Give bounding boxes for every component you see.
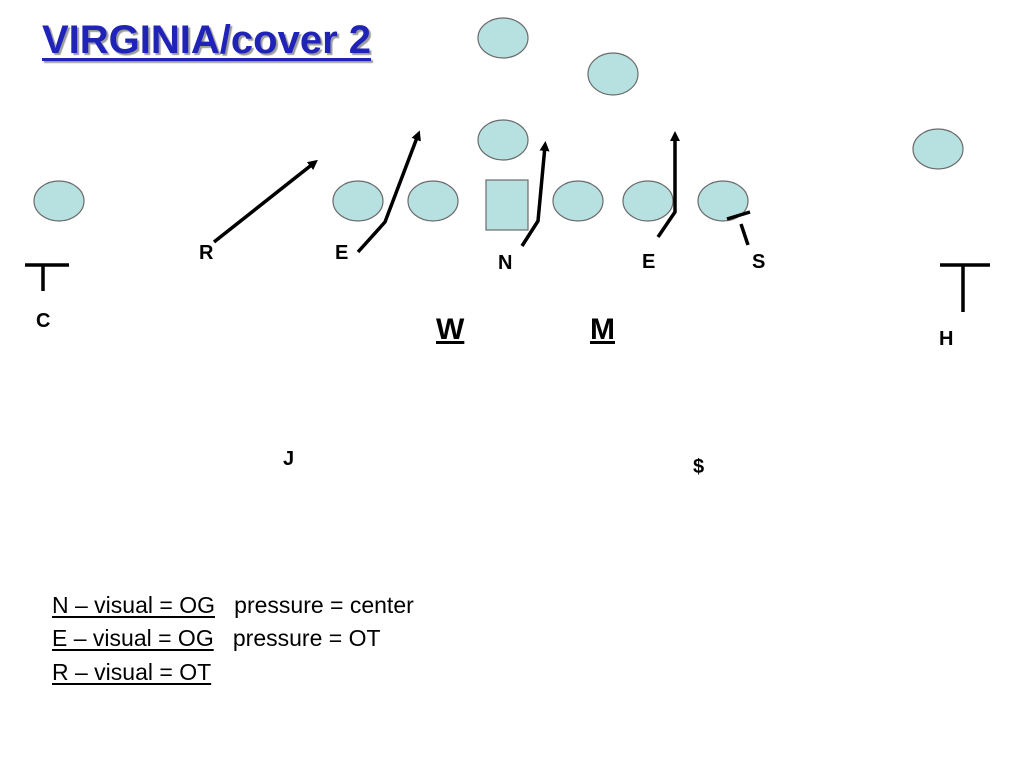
offense-backfield-deep [477, 17, 529, 59]
offense-quarterback [477, 119, 529, 161]
key-line-e: E – visual = OG pressure = OT [52, 625, 381, 652]
offense-receiver-left [33, 180, 85, 222]
offense-center [485, 179, 529, 231]
route-s-stem [739, 223, 750, 246]
defender-label-e-right: E [642, 251, 655, 273]
slide-title: VIRGINIA/cover 2 [42, 18, 372, 62]
key-pressure-n: pressure = center [234, 592, 414, 618]
offense-receiver-right [912, 128, 964, 170]
defender-label-dollar: $ [693, 456, 704, 478]
offense-right-guard [552, 180, 604, 222]
offense-backfield-offset [587, 52, 639, 96]
defender-label-r: R [199, 242, 214, 264]
defender-label-e-left: E [335, 242, 348, 264]
defender-label-h: H [939, 328, 953, 350]
key-visual-r: R – visual = OT [52, 659, 212, 685]
route-n [520, 141, 550, 247]
route-r [212, 159, 318, 244]
route-e-left [356, 130, 421, 254]
defender-label-n: N [498, 252, 512, 274]
defender-label-c: C [36, 310, 50, 332]
offense-tight-end [697, 180, 749, 222]
key-line-n: N – visual = OG pressure = center [52, 592, 414, 619]
key-visual-n: N – visual = OG [52, 592, 215, 618]
defender-label-j: J [283, 448, 294, 470]
key-visual-e: E – visual = OG [52, 625, 214, 651]
corner-marker-h [940, 263, 990, 312]
offense-left-tackle [332, 180, 384, 222]
corner-marker-c [25, 263, 69, 291]
offense-left-guard [407, 180, 459, 222]
defender-label-m: M [590, 313, 615, 346]
key-line-r: R – visual = OT [52, 659, 211, 686]
offense-right-tackle [622, 180, 674, 222]
defender-label-s: S [752, 251, 765, 273]
defender-label-w: W [436, 313, 465, 346]
key-pressure-e: pressure = OT [232, 625, 381, 651]
route-s-block [726, 210, 751, 221]
route-e-right [656, 131, 680, 238]
